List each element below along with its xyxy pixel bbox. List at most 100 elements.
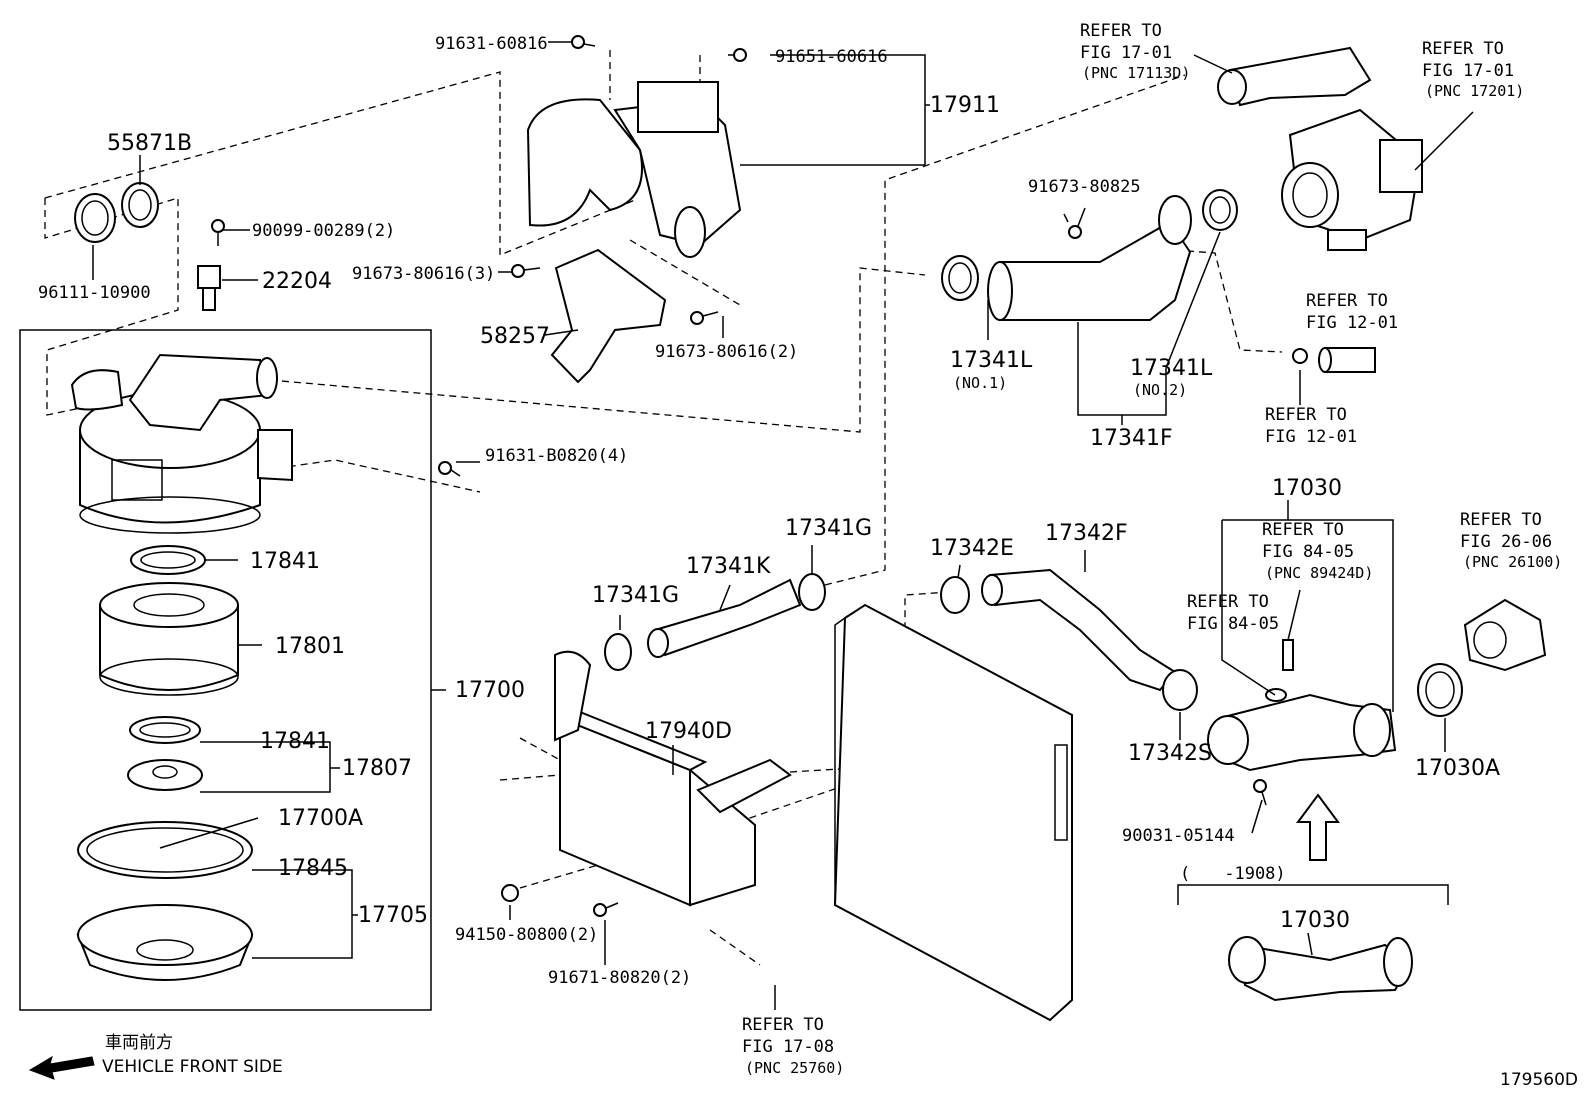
label-17807: 17807: [342, 756, 412, 781]
svg-text:FIG 17-01: FIG 17-01: [1080, 43, 1172, 63]
ref-fig-17-08: REFER TO FIG 17-08 (PNC 25760): [742, 1015, 844, 1077]
ref-fig-26-06: REFER TO FIG 26-06 (PNC 26100): [1460, 510, 1562, 571]
clamp-17342S: [1162, 669, 1198, 711]
bolt-91673-80616-3: [511, 264, 541, 278]
label-94150-80800: 94150-80800(2): [455, 925, 598, 945]
svg-text:(PNC 89424D): (PNC 89424D): [1265, 564, 1373, 582]
hose-17342F: [981, 568, 1177, 692]
clamp-17341G-a: [604, 633, 632, 671]
label-17341K: 17341K: [686, 554, 771, 579]
filter-element-17801: [99, 582, 239, 696]
inlet-duct-17911: [526, 81, 742, 258]
svg-text:FIG 84-05: FIG 84-05: [1187, 614, 1279, 634]
bolt-90031-05144: [1253, 779, 1267, 806]
intercooler-17940D: [554, 650, 792, 907]
leader-lines: [92, 41, 1474, 1010]
label-17342E: 17342E: [930, 536, 1014, 561]
ref-fig-84-05-b: REFER TO FIG 84-05: [1187, 592, 1279, 634]
gasket-17841-upper: [130, 545, 206, 575]
hose-17341K: [647, 578, 802, 658]
label-17341F: 17341F: [1090, 426, 1173, 451]
cap-17807: [127, 759, 203, 791]
svg-text:REFER TO: REFER TO: [742, 1015, 824, 1035]
label-17341L-no1-sub: (NO.1): [953, 374, 1007, 392]
svg-text:FIG 17-01: FIG 17-01: [1422, 61, 1514, 81]
label-17341L-no2: 17341L: [1130, 356, 1213, 381]
ref-pipe-12-01: [1292, 347, 1376, 373]
label-91631-60816: 91631-60816: [435, 34, 548, 54]
svg-text:FIG 17-08: FIG 17-08: [742, 1037, 834, 1057]
label-17341L-no2-sub: (NO.2): [1133, 381, 1187, 399]
bolt-91673-80616-2: [690, 311, 719, 325]
gasket-17841-lower: [129, 716, 201, 744]
label-91673-80825: 91673-80825: [1028, 177, 1141, 197]
svg-text:FIG 12-01: FIG 12-01: [1306, 313, 1398, 333]
svg-text:FIG 84-05: FIG 84-05: [1262, 542, 1354, 562]
label-22204: 22204: [262, 269, 332, 294]
label-17801: 17801: [275, 634, 345, 659]
label-90099-00289: 90099-00289(2): [252, 221, 395, 241]
figure-id: 179560D: [1500, 1070, 1578, 1090]
label-58257: 58257: [480, 324, 550, 349]
svg-text:(PNC 26100): (PNC 26100): [1463, 553, 1562, 571]
air-cleaner-assembly-box: [19, 329, 432, 1011]
pipe-17030-lower: [1228, 936, 1413, 1002]
vehicle-front-en: VEHICLE FRONT SIDE: [102, 1057, 283, 1077]
clamp-17341L-no2: [1202, 189, 1238, 231]
svg-text:(PNC 17201): (PNC 17201): [1425, 82, 1524, 100]
clamp-96111-10900: [74, 193, 116, 243]
clamp-17341G-b: [798, 573, 826, 611]
clamp-55871B: [121, 182, 159, 228]
vehicle-front-arrow-icon: [28, 1055, 95, 1080]
clamp-17342E: [940, 576, 970, 614]
clamp-17341L-no1: [941, 255, 979, 301]
ref-fig-17-01-a: REFER TO FIG 17-01 (PNC 17113D): [1080, 21, 1190, 82]
label-17841-lower: 17841: [260, 729, 330, 754]
radiator: [833, 603, 1073, 1022]
label-17030-lower: 17030: [1280, 908, 1350, 933]
label-17342F: 17342F: [1045, 521, 1128, 546]
svg-text:(PNC 17113D): (PNC 17113D): [1082, 64, 1190, 82]
svg-text:REFER TO: REFER TO: [1306, 291, 1388, 311]
label-17030-upper: 17030: [1272, 476, 1342, 501]
svg-text:REFER TO: REFER TO: [1422, 39, 1504, 59]
label-91671-80820: 91671-80820(2): [548, 968, 691, 988]
svg-text:REFER TO: REFER TO: [1187, 592, 1269, 612]
clamp-17030A: [1417, 663, 1463, 717]
label-91651-60616: 91651-60616: [775, 47, 888, 67]
throttle-26100-ref: [1463, 598, 1547, 672]
label-91673-80616-2: 91673-80616(2): [655, 342, 798, 362]
bolt-91631-60816: [571, 35, 596, 49]
svg-text:REFER TO: REFER TO: [1460, 510, 1542, 530]
range-bracket: [1177, 884, 1449, 905]
pipe-17030-upper: [1207, 693, 1397, 772]
svg-text:REFER TO: REFER TO: [1262, 520, 1344, 540]
label-17705: 17705: [358, 903, 428, 928]
bolt-90099-00289: [211, 219, 225, 246]
air-cleaner-housing: [70, 353, 293, 534]
svg-text:FIG 12-01: FIG 12-01: [1265, 427, 1357, 447]
label-17700: 17700: [455, 678, 525, 703]
label-17845: 17845: [278, 856, 348, 881]
sensor-89424D-ref: [1282, 639, 1294, 671]
up-arrow-icon: [1296, 793, 1340, 861]
cap-bowl-17705: [76, 904, 254, 981]
label-91673-80616-3: 91673-80616(3): [352, 264, 495, 284]
bolt-91631-B0820: [438, 461, 461, 477]
svg-text:FIG 26-06: FIG 26-06: [1460, 532, 1552, 552]
ref-fig-17-01-b: REFER TO FIG 17-01 (PNC 17201): [1422, 39, 1524, 100]
svg-text:REFER TO: REFER TO: [1080, 21, 1162, 41]
label-96111-10900: 96111-10900: [38, 283, 151, 303]
inlet-pipe-ref: [1217, 46, 1372, 107]
ref-fig-12-01-a: REFER TO FIG 12-01: [1306, 291, 1398, 333]
label-17342S: 17342S: [1128, 741, 1212, 766]
bolt-91651-60616: [728, 48, 747, 62]
bolt-91671-80820: [593, 902, 619, 917]
label-17030A: 17030A: [1415, 756, 1500, 781]
label-17940D: 17940D: [645, 719, 732, 744]
label-17341G-a: 17341G: [592, 583, 679, 608]
vehicle-front-jp: 車両前方: [105, 1033, 173, 1053]
ref-fig-84-05-a: REFER TO FIG 84-05 (PNC 89424D): [1262, 520, 1373, 582]
ref-fig-12-01-b: REFER TO FIG 12-01: [1265, 405, 1357, 447]
